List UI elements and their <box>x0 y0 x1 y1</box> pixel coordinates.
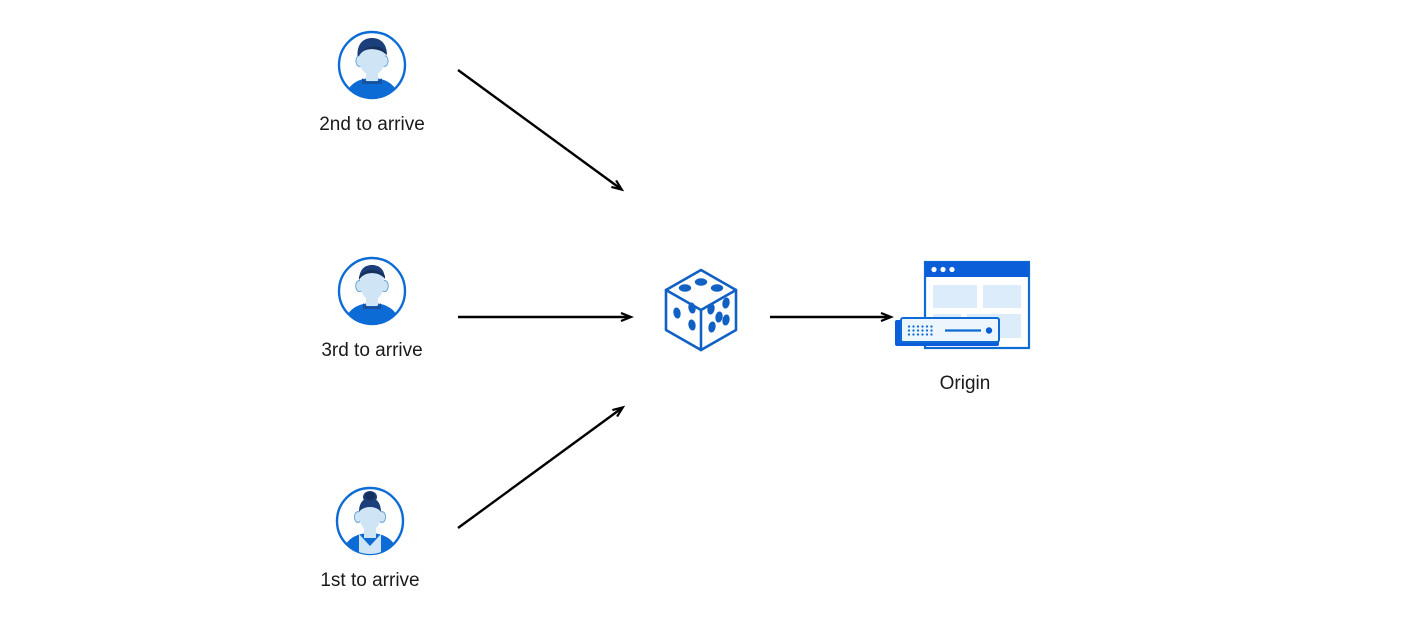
user-avatar-icon <box>335 486 405 556</box>
client-node-2nd: 2nd to arrive <box>292 28 452 137</box>
user-avatar-icon <box>337 30 407 100</box>
arrow-client2-to-dice <box>457 69 621 189</box>
origin-icon-wrap <box>865 258 1065 363</box>
avatar <box>292 28 452 102</box>
origin-label: Origin <box>939 373 991 394</box>
server-device-icon <box>895 317 1000 346</box>
dice-icon <box>664 268 738 352</box>
client-node-3rd: 3rd to arrive <box>292 254 452 363</box>
client-node-1st: 1st to arrive <box>290 484 450 593</box>
origin-server-icon <box>895 260 1031 350</box>
user-avatar-icon <box>337 256 407 326</box>
dice-node <box>660 264 742 361</box>
client-label-1st: 1st to arrive <box>320 570 420 591</box>
client-label-3rd: 3rd to arrive <box>321 340 423 361</box>
arrow-client1-to-dice <box>457 408 622 529</box>
avatar <box>292 254 452 328</box>
origin-node: Origin <box>865 258 1065 396</box>
avatar <box>290 484 450 558</box>
client-label-2nd: 2nd to arrive <box>319 114 425 135</box>
